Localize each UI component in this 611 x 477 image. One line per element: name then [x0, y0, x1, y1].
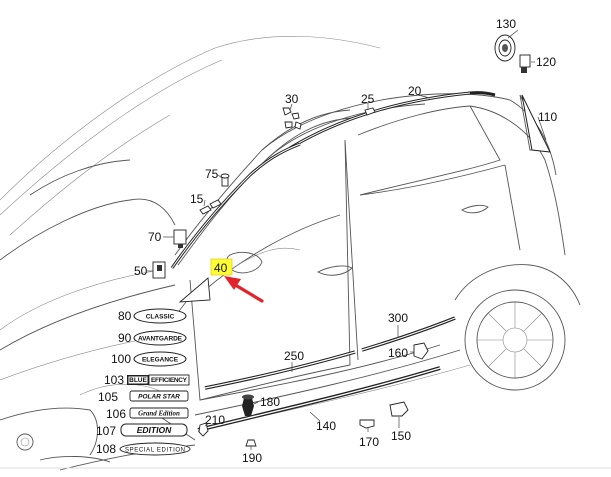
part-160-clip [413, 342, 429, 360]
callout-108[interactable]: 108 [96, 442, 116, 456]
callout-160[interactable]: 160 [388, 346, 408, 360]
callout-170[interactable]: 170 [359, 435, 379, 449]
badge-special-edition-text: SPECIAL EDITION [125, 447, 185, 453]
part-70-bracket [173, 229, 187, 248]
callout-40[interactable]: 40 [214, 261, 228, 275]
callout-15[interactable]: 15 [190, 192, 204, 206]
badge-efficiency-text: EFFICIENCY [151, 377, 188, 384]
part-210-clip [198, 422, 209, 437]
callout-210[interactable]: 210 [205, 413, 225, 427]
callout-75[interactable]: 75 [205, 167, 219, 181]
callout-80[interactable]: 80 [118, 309, 132, 323]
badge-polar-star-text: POLAR STAR [138, 393, 180, 400]
callout-50[interactable]: 50 [134, 264, 148, 278]
part-130-grommet [494, 34, 516, 62]
part-110-cover [521, 94, 551, 153]
callout-numbers: 130 120 110 30 25 20 75 15 70 50 40 300 … [96, 17, 557, 465]
badge-blue-efficiency: BLUE EFFICIENCY [127, 374, 190, 386]
callout-70[interactable]: 70 [148, 230, 162, 244]
badge-grand-edition-text: Grand Edition [138, 409, 180, 417]
part-30-clips [282, 107, 302, 130]
callout-25[interactable]: 25 [361, 92, 375, 106]
callout-90[interactable]: 90 [118, 331, 132, 345]
part-180-clip [242, 394, 254, 416]
badge-avantgarde-text: AVANTGARDE [138, 336, 183, 343]
badge-classic-text: CLASSIC [146, 314, 175, 321]
callout-30[interactable]: 30 [285, 92, 299, 106]
badge-classic: CLASSIC [133, 308, 187, 324]
badge-polar-star: POLAR STAR [129, 390, 189, 402]
callout-20[interactable]: 20 [408, 84, 422, 98]
callout-150[interactable]: 150 [391, 429, 411, 443]
callout-40-highlight [210, 258, 233, 276]
callout-190[interactable]: 190 [242, 451, 262, 465]
badge-edition-text: EDITION [137, 425, 172, 435]
pointer-arrow [224, 276, 264, 303]
part-50-bracket [152, 261, 166, 279]
callout-120[interactable]: 120 [536, 55, 556, 69]
part-150-clip [389, 401, 409, 417]
callout-106[interactable]: 106 [106, 407, 126, 421]
callout-100[interactable]: 100 [111, 352, 131, 366]
part-190-rivet [245, 439, 257, 447]
badge-grand-edition: Grand Edition [129, 407, 189, 419]
car-body-outline [0, 36, 581, 471]
badge-avantgarde: AVANTGARDE [133, 330, 187, 346]
callout-130[interactable]: 130 [496, 17, 516, 31]
badge-blue-text: BLUE [129, 377, 147, 384]
badge-elegance-text: ELEGANCE [142, 357, 179, 364]
badge-edition: EDITION [120, 423, 188, 437]
part-75-screw [220, 173, 230, 187]
callout-250[interactable]: 250 [284, 349, 304, 363]
part-120-clip [519, 54, 531, 73]
part-170-clip [359, 419, 375, 429]
callout-180[interactable]: 180 [260, 395, 280, 409]
callout-107[interactable]: 107 [96, 424, 116, 438]
callout-105[interactable]: 105 [98, 390, 118, 404]
callout-110[interactable]: 110 [538, 110, 557, 124]
badge-special-edition: SPECIAL EDITION [119, 442, 191, 456]
part-25-clip [364, 107, 376, 116]
callout-103[interactable]: 103 [104, 373, 124, 387]
callout-300[interactable]: 300 [388, 311, 408, 325]
badge-elegance: ELEGANCE [133, 351, 187, 367]
part-15-clips [199, 199, 222, 215]
callout-140[interactable]: 140 [316, 419, 336, 433]
